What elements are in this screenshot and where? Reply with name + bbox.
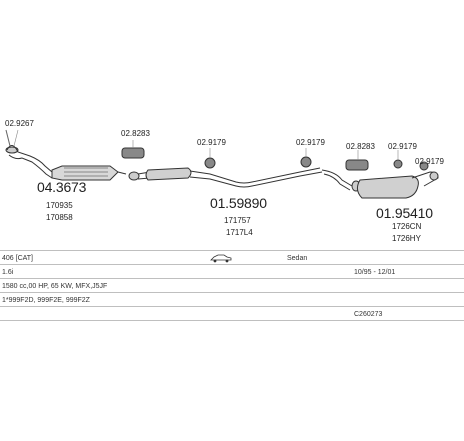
part-ref: 02.8283 [346, 142, 375, 151]
years-cell: 10/95 - 12/01 [354, 269, 396, 276]
table-row: 1*999F2D, 999F2E, 999F2Z [0, 292, 464, 307]
table-row: 1.6i 10/95 - 12/01 [0, 264, 464, 279]
car-icon [210, 253, 232, 265]
mount-icon [300, 156, 312, 168]
mount-icon [393, 159, 403, 169]
table-row: 406 [CAT] Sedan [0, 250, 464, 265]
oe-number: 1717L4 [226, 228, 253, 237]
exhaust-diagram: 02.9267 04.3673 170935 170858 02.8283 02… [5, 119, 444, 243]
table-divider [0, 320, 464, 322]
part-ref: 02.8283 [121, 129, 150, 138]
oe-number: 170858 [46, 213, 73, 222]
part-number: 01.59890 [210, 195, 267, 211]
model-cell: 406 [CAT] [2, 255, 33, 262]
part-number: 04.3673 [37, 179, 87, 195]
engine-cell: 1.6i [2, 269, 14, 276]
part-ref: 02.9179 [388, 142, 417, 151]
mount-icon [121, 147, 145, 159]
mount-icon [419, 161, 429, 171]
spec-cell: 1580 cc,00 HP, 65 KW, MFX,J5JF [2, 283, 108, 290]
exhaust-drawing [5, 129, 439, 199]
table-row: 1580 cc,00 HP, 65 KW, MFX,J5JF [0, 278, 464, 293]
oe-number: 1726CN [392, 222, 422, 231]
table-row: C260273 [0, 306, 464, 321]
part-ref: 02.9179 [415, 157, 444, 166]
front-pipe-drawing [5, 129, 53, 179]
part-ref: 02.9267 [5, 119, 34, 128]
mount-icon [204, 157, 216, 169]
oe-number: 171757 [224, 216, 251, 225]
oe-number: 1726HY [392, 234, 421, 243]
body-cell: Sedan [287, 255, 308, 262]
part-ref: 02.9179 [296, 138, 325, 147]
mount-icon [345, 159, 369, 171]
rear-silencer-drawing [351, 171, 439, 199]
engine-codes-cell: 1*999F2D, 999F2E, 999F2Z [2, 297, 90, 304]
ref-cell: C260273 [354, 311, 383, 318]
oe-number: 170935 [46, 201, 73, 210]
middle-silencer-drawing [128, 167, 353, 191]
catalytic-converter-drawing [51, 165, 127, 181]
part-number: 01.95410 [376, 205, 433, 221]
mount-icons [121, 147, 429, 171]
part-ref: 02.9179 [197, 138, 226, 147]
